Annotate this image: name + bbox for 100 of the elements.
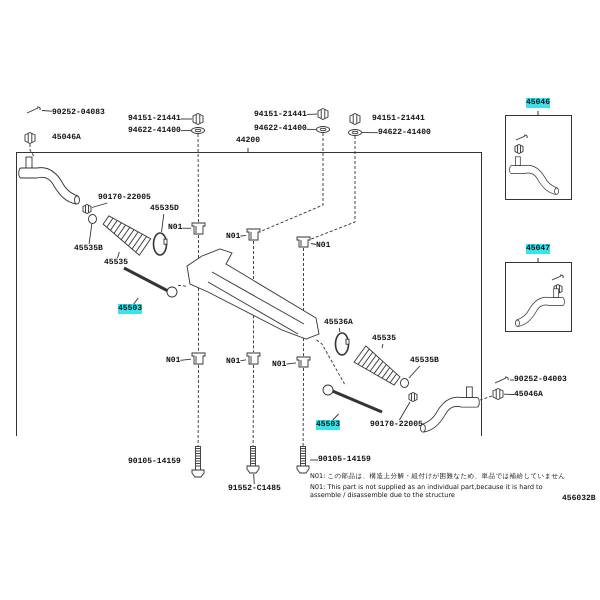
part-number: N01 [226, 357, 240, 367]
part-number: 94622-41400 [128, 126, 181, 136]
bushing [191, 222, 206, 235]
leader-line [182, 228, 192, 229]
part-number: N01 [226, 232, 240, 242]
leader-line [286, 362, 296, 365]
bushing [296, 356, 311, 368]
assembly-line [30, 144, 34, 156]
inset-frame [505, 244, 572, 332]
part-number: 45046 [526, 98, 550, 108]
inset-frame [505, 98, 572, 200]
leader-line [180, 130, 192, 132]
cotter-pin [26, 106, 42, 114]
bolt [246, 446, 260, 474]
cotter-pin [494, 376, 510, 384]
part-number: 94151-21441 [128, 114, 181, 124]
tie-rod [322, 384, 384, 414]
part-number: 90105-14159 [128, 457, 181, 467]
assembly-line [253, 240, 254, 281]
steering-rack-drawing [186, 248, 320, 340]
part-number: 90105-14159 [318, 455, 371, 465]
part-number: 90252-04083 [52, 108, 105, 118]
part-number: 45503 [316, 420, 340, 430]
leader-line [332, 414, 340, 420]
boot-clamp [334, 332, 350, 356]
part-number: N01 [166, 356, 180, 366]
assembly-line [198, 287, 199, 352]
bolt [296, 446, 310, 474]
bolt [191, 446, 205, 478]
leader-line [88, 224, 92, 244]
part-number: 45535 [104, 258, 128, 268]
part-number: 94622-41400 [254, 124, 307, 134]
tie-rod-end [18, 156, 80, 206]
part-number: 94151-21441 [254, 110, 307, 120]
leader-line [117, 252, 120, 258]
leader-line [240, 359, 246, 362]
assembly-line [302, 368, 304, 446]
assembly-line [198, 364, 199, 446]
hex-nut [349, 113, 361, 125]
clip [88, 214, 97, 224]
part-number: N01 [168, 223, 182, 233]
part-number: 45047 [526, 244, 550, 254]
assembly-line [198, 134, 199, 222]
bushing [296, 236, 311, 248]
leader-line [253, 474, 255, 484]
assembly-line [253, 314, 254, 352]
diagram-code: 456032B [562, 494, 596, 504]
assembly-line [310, 136, 356, 240]
part-number: 94622-41400 [378, 128, 431, 138]
hex-nut [492, 388, 504, 400]
leader-line [382, 344, 384, 348]
leader-line [362, 132, 378, 134]
tie-rod [122, 266, 178, 298]
leader-line [338, 328, 340, 332]
part-number: N01 [316, 241, 330, 251]
assembly-line [316, 340, 345, 384]
part-number: 90170-22005 [370, 420, 423, 430]
boot-clamp [152, 232, 168, 256]
part-number: 91552-C1485 [228, 484, 281, 494]
assembly-line [198, 234, 199, 259]
clip [400, 378, 409, 388]
part-number: 45535 [372, 334, 396, 344]
leader-line [398, 402, 410, 420]
part-number: 45503 [118, 304, 142, 314]
rubber-boot [354, 348, 402, 386]
part-number: 45046A [52, 133, 81, 143]
assembly-line [480, 396, 492, 400]
washer [316, 126, 330, 133]
part-number: 45046A [514, 390, 543, 400]
bushing [246, 352, 261, 365]
assembly-line [303, 248, 304, 311]
hex-nut [317, 108, 329, 120]
assembly-line [252, 364, 254, 446]
leader-line [180, 358, 192, 361]
part-number: 90170-22005 [98, 193, 151, 203]
leader-line [161, 214, 164, 232]
leader-line [240, 234, 246, 237]
washer [348, 129, 362, 136]
part-number: 45535D [150, 204, 179, 214]
assembly-line [303, 338, 304, 356]
leader-line [306, 128, 316, 130]
leader-line [306, 114, 318, 115]
part-number: 45535B [410, 356, 439, 366]
leader-line [408, 366, 420, 378]
part-number: 45535B [74, 244, 103, 254]
hex-nut [24, 132, 36, 144]
washer [191, 127, 205, 134]
part-number: 94151-21441 [372, 114, 425, 124]
leader-line [133, 298, 139, 304]
hex-nut [408, 392, 418, 402]
leader-line [92, 202, 108, 208]
leader-line [180, 118, 192, 120]
leader-line [310, 243, 316, 245]
leader-line [42, 110, 52, 112]
leader-line [504, 394, 514, 395]
part-number: 45536A [324, 318, 353, 328]
part-number: 90252-04003 [514, 375, 567, 385]
hex-nut [192, 113, 204, 125]
bushing [246, 228, 261, 241]
part-number: N01 [272, 360, 286, 370]
